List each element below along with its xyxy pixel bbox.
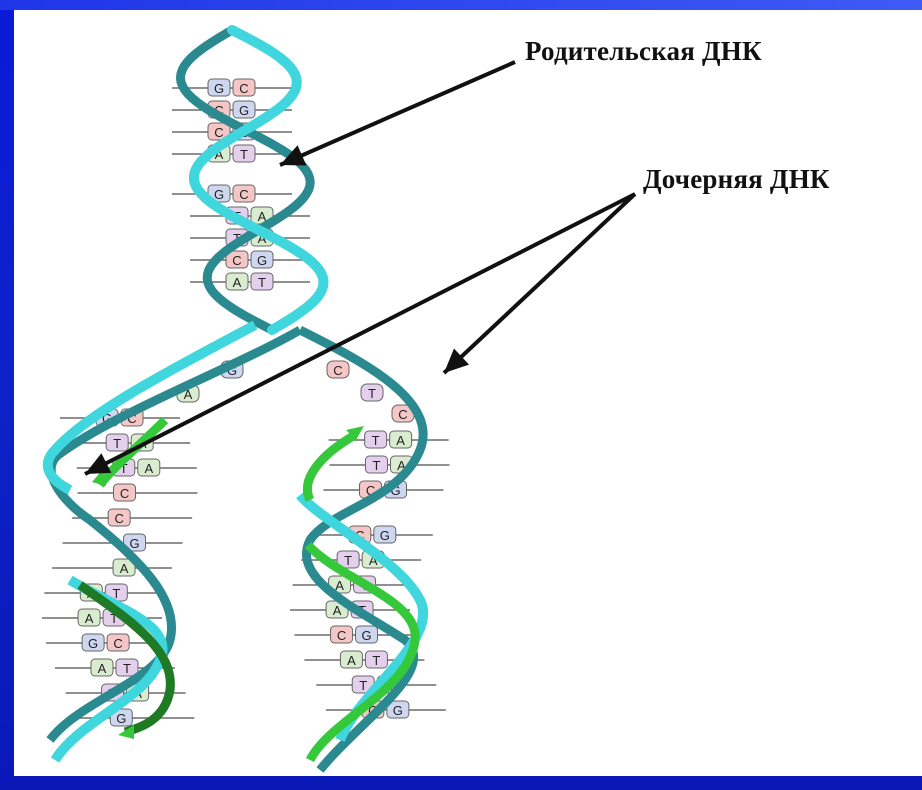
base-letter: C bbox=[239, 187, 248, 202]
base-letter: G bbox=[88, 636, 98, 651]
base-letter: T bbox=[372, 433, 380, 448]
base-letter: G bbox=[239, 103, 249, 118]
base-letter: G bbox=[116, 711, 126, 726]
fork-unpaired-base: C bbox=[327, 361, 349, 378]
left-daughter-base-pair: C bbox=[78, 484, 198, 501]
arrow-line bbox=[280, 62, 515, 165]
base-letter: G bbox=[393, 703, 403, 718]
arrow-line bbox=[444, 194, 635, 373]
parent-dna-label: Родительская ДНК bbox=[525, 36, 762, 67]
base-letter: A bbox=[98, 661, 107, 676]
base-letter: A bbox=[233, 275, 242, 290]
base-letter: G bbox=[214, 81, 224, 96]
base-letter: A bbox=[347, 653, 356, 668]
base-letter: C bbox=[239, 81, 248, 96]
base-letter: C bbox=[113, 636, 122, 651]
parent-dna-arrow bbox=[280, 62, 515, 165]
base-letter: G bbox=[361, 628, 371, 643]
base-letter: T bbox=[359, 678, 367, 693]
base-letter: T bbox=[344, 553, 352, 568]
base-letter: A bbox=[120, 561, 129, 576]
base-letter: C bbox=[214, 125, 223, 140]
base-letter: T bbox=[372, 653, 380, 668]
base-letter: T bbox=[113, 436, 121, 451]
base-letter: T bbox=[368, 386, 376, 401]
daughter-right-arrow bbox=[444, 194, 635, 373]
base-letter: T bbox=[258, 275, 266, 290]
base-letter: T bbox=[373, 458, 381, 473]
base-letter: C bbox=[337, 628, 346, 643]
base-letter: A bbox=[333, 603, 342, 618]
base-letter: C bbox=[120, 486, 129, 501]
base-letter: C bbox=[232, 253, 241, 268]
base-letter: T bbox=[240, 147, 248, 162]
base-letter: C bbox=[114, 511, 123, 526]
base-letter: A bbox=[144, 461, 153, 476]
base-letter: T bbox=[123, 661, 131, 676]
base-letter: G bbox=[380, 528, 390, 543]
base-letter: C bbox=[398, 407, 407, 422]
base-letter: C bbox=[333, 363, 342, 378]
left-old-strand-dark bbox=[50, 330, 300, 740]
daughter-dna-label: Дочерняя ДНК bbox=[643, 164, 830, 195]
base-letter: G bbox=[129, 536, 139, 551]
fork-unpaired-base: T bbox=[361, 384, 383, 401]
base-letter: G bbox=[257, 253, 267, 268]
left-daughter-base-pair: A bbox=[52, 559, 172, 576]
base-letter: A bbox=[396, 433, 405, 448]
base-letter: A bbox=[85, 611, 94, 626]
